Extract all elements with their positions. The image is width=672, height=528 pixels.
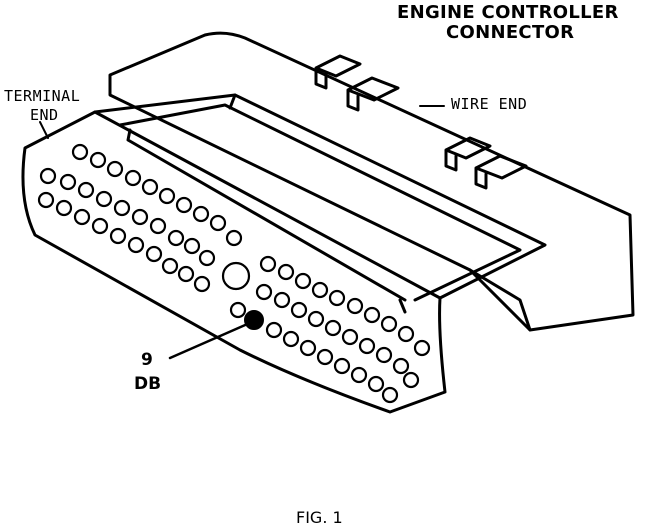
pin-cavity: [193, 275, 211, 293]
pin-cavity: [145, 245, 163, 263]
latch-tab-2: [346, 76, 400, 112]
pin-cavity: [255, 283, 273, 301]
pin-cavity: [183, 237, 201, 255]
pin-cavity: [358, 337, 376, 355]
terminal-end-label-line-2: END: [30, 106, 59, 124]
pin-cavity: [109, 227, 127, 245]
figure-caption: FIG. 1: [296, 508, 343, 527]
pin-cavity: [294, 272, 312, 290]
title-line-1: ENGINE CONTROLLER: [397, 2, 619, 23]
connector-inner-rail: [118, 103, 522, 302]
terminal-end-label-line-1: TERMINAL: [4, 87, 81, 105]
pin-cavity: [167, 229, 185, 247]
pin-cavity: [316, 348, 334, 366]
connector-inner-slot: [126, 128, 407, 302]
pin-cavity: [73, 208, 91, 226]
highlighted-pin: [244, 310, 264, 330]
pin-cavity: [71, 143, 89, 161]
pin-cavity: [413, 339, 431, 357]
pin-cavity: [299, 339, 317, 357]
latch-tab-4: [474, 154, 528, 190]
pin-cavity: [209, 214, 227, 232]
pin-leader: [168, 320, 254, 360]
pin-cavity: [124, 169, 142, 187]
wire-end-label: WIRE END: [451, 95, 528, 113]
pin-cavity: [282, 330, 300, 348]
pin-cavity: [89, 151, 107, 169]
title-line-2: CONNECTOR: [446, 22, 575, 43]
pin-cavity: [324, 319, 342, 337]
center-bolt-hole: [221, 261, 251, 291]
latch-tab-1: [314, 54, 362, 90]
pin-cavity: [55, 199, 73, 217]
pin-cavity: [113, 199, 131, 217]
pin-cavity: [59, 173, 77, 191]
pin-cavity: [367, 375, 385, 393]
pin-cavity: [265, 321, 283, 339]
pin-cavity: [91, 217, 109, 235]
pin-cavity: [346, 297, 364, 315]
pin-number-label: 9: [141, 350, 153, 370]
pin-cavity: [397, 325, 415, 343]
pin-cavity: [341, 328, 359, 346]
pin-cavity: [141, 178, 159, 196]
pin-cavity: [328, 289, 346, 307]
pin-cavity: [192, 205, 210, 223]
pin-cavity: [198, 249, 216, 267]
pin-cavity: [350, 366, 368, 384]
connector-back-edge: [468, 268, 532, 332]
pin-cavity: [311, 281, 329, 299]
pin-cavity: [175, 196, 193, 214]
pin-cavity: [273, 291, 291, 309]
pin-cavity: [333, 357, 351, 375]
terminal-end-leader: [39, 121, 49, 139]
pin-cavity: [177, 265, 195, 283]
pin-cavity: [402, 371, 420, 389]
pin-cavities-left-group: [37, 143, 243, 293]
pin-cavity: [307, 310, 325, 328]
pin-cavity: [380, 315, 398, 333]
pin-cavity: [149, 217, 167, 235]
pin-cavity: [290, 301, 308, 319]
pin-cavity: [392, 357, 410, 375]
connector-front-face: [21, 110, 447, 414]
pin-cavity: [229, 301, 247, 319]
pin-cavity: [39, 167, 57, 185]
pin-cavity: [225, 229, 243, 247]
latch-tab-3: [444, 136, 492, 172]
pin-cavity: [375, 346, 393, 364]
pin-cavity: [131, 208, 149, 226]
connector-back-housing: [108, 31, 635, 332]
pin-cavity: [277, 263, 295, 281]
pin-cavity: [95, 190, 113, 208]
pin-name-label: DB: [134, 374, 162, 394]
pin-cavity: [381, 386, 399, 404]
pin-cavity: [37, 191, 55, 209]
pin-cavity: [106, 160, 124, 178]
pin-cavity: [259, 255, 277, 273]
pin-cavity: [127, 236, 145, 254]
pin-cavity: [77, 181, 95, 199]
pin-cavity: [161, 257, 179, 275]
pin-cavities-right-group: [229, 255, 431, 404]
pin-cavity: [158, 187, 176, 205]
pin-cavity: [363, 306, 381, 324]
connector-top-recess: [93, 93, 547, 300]
